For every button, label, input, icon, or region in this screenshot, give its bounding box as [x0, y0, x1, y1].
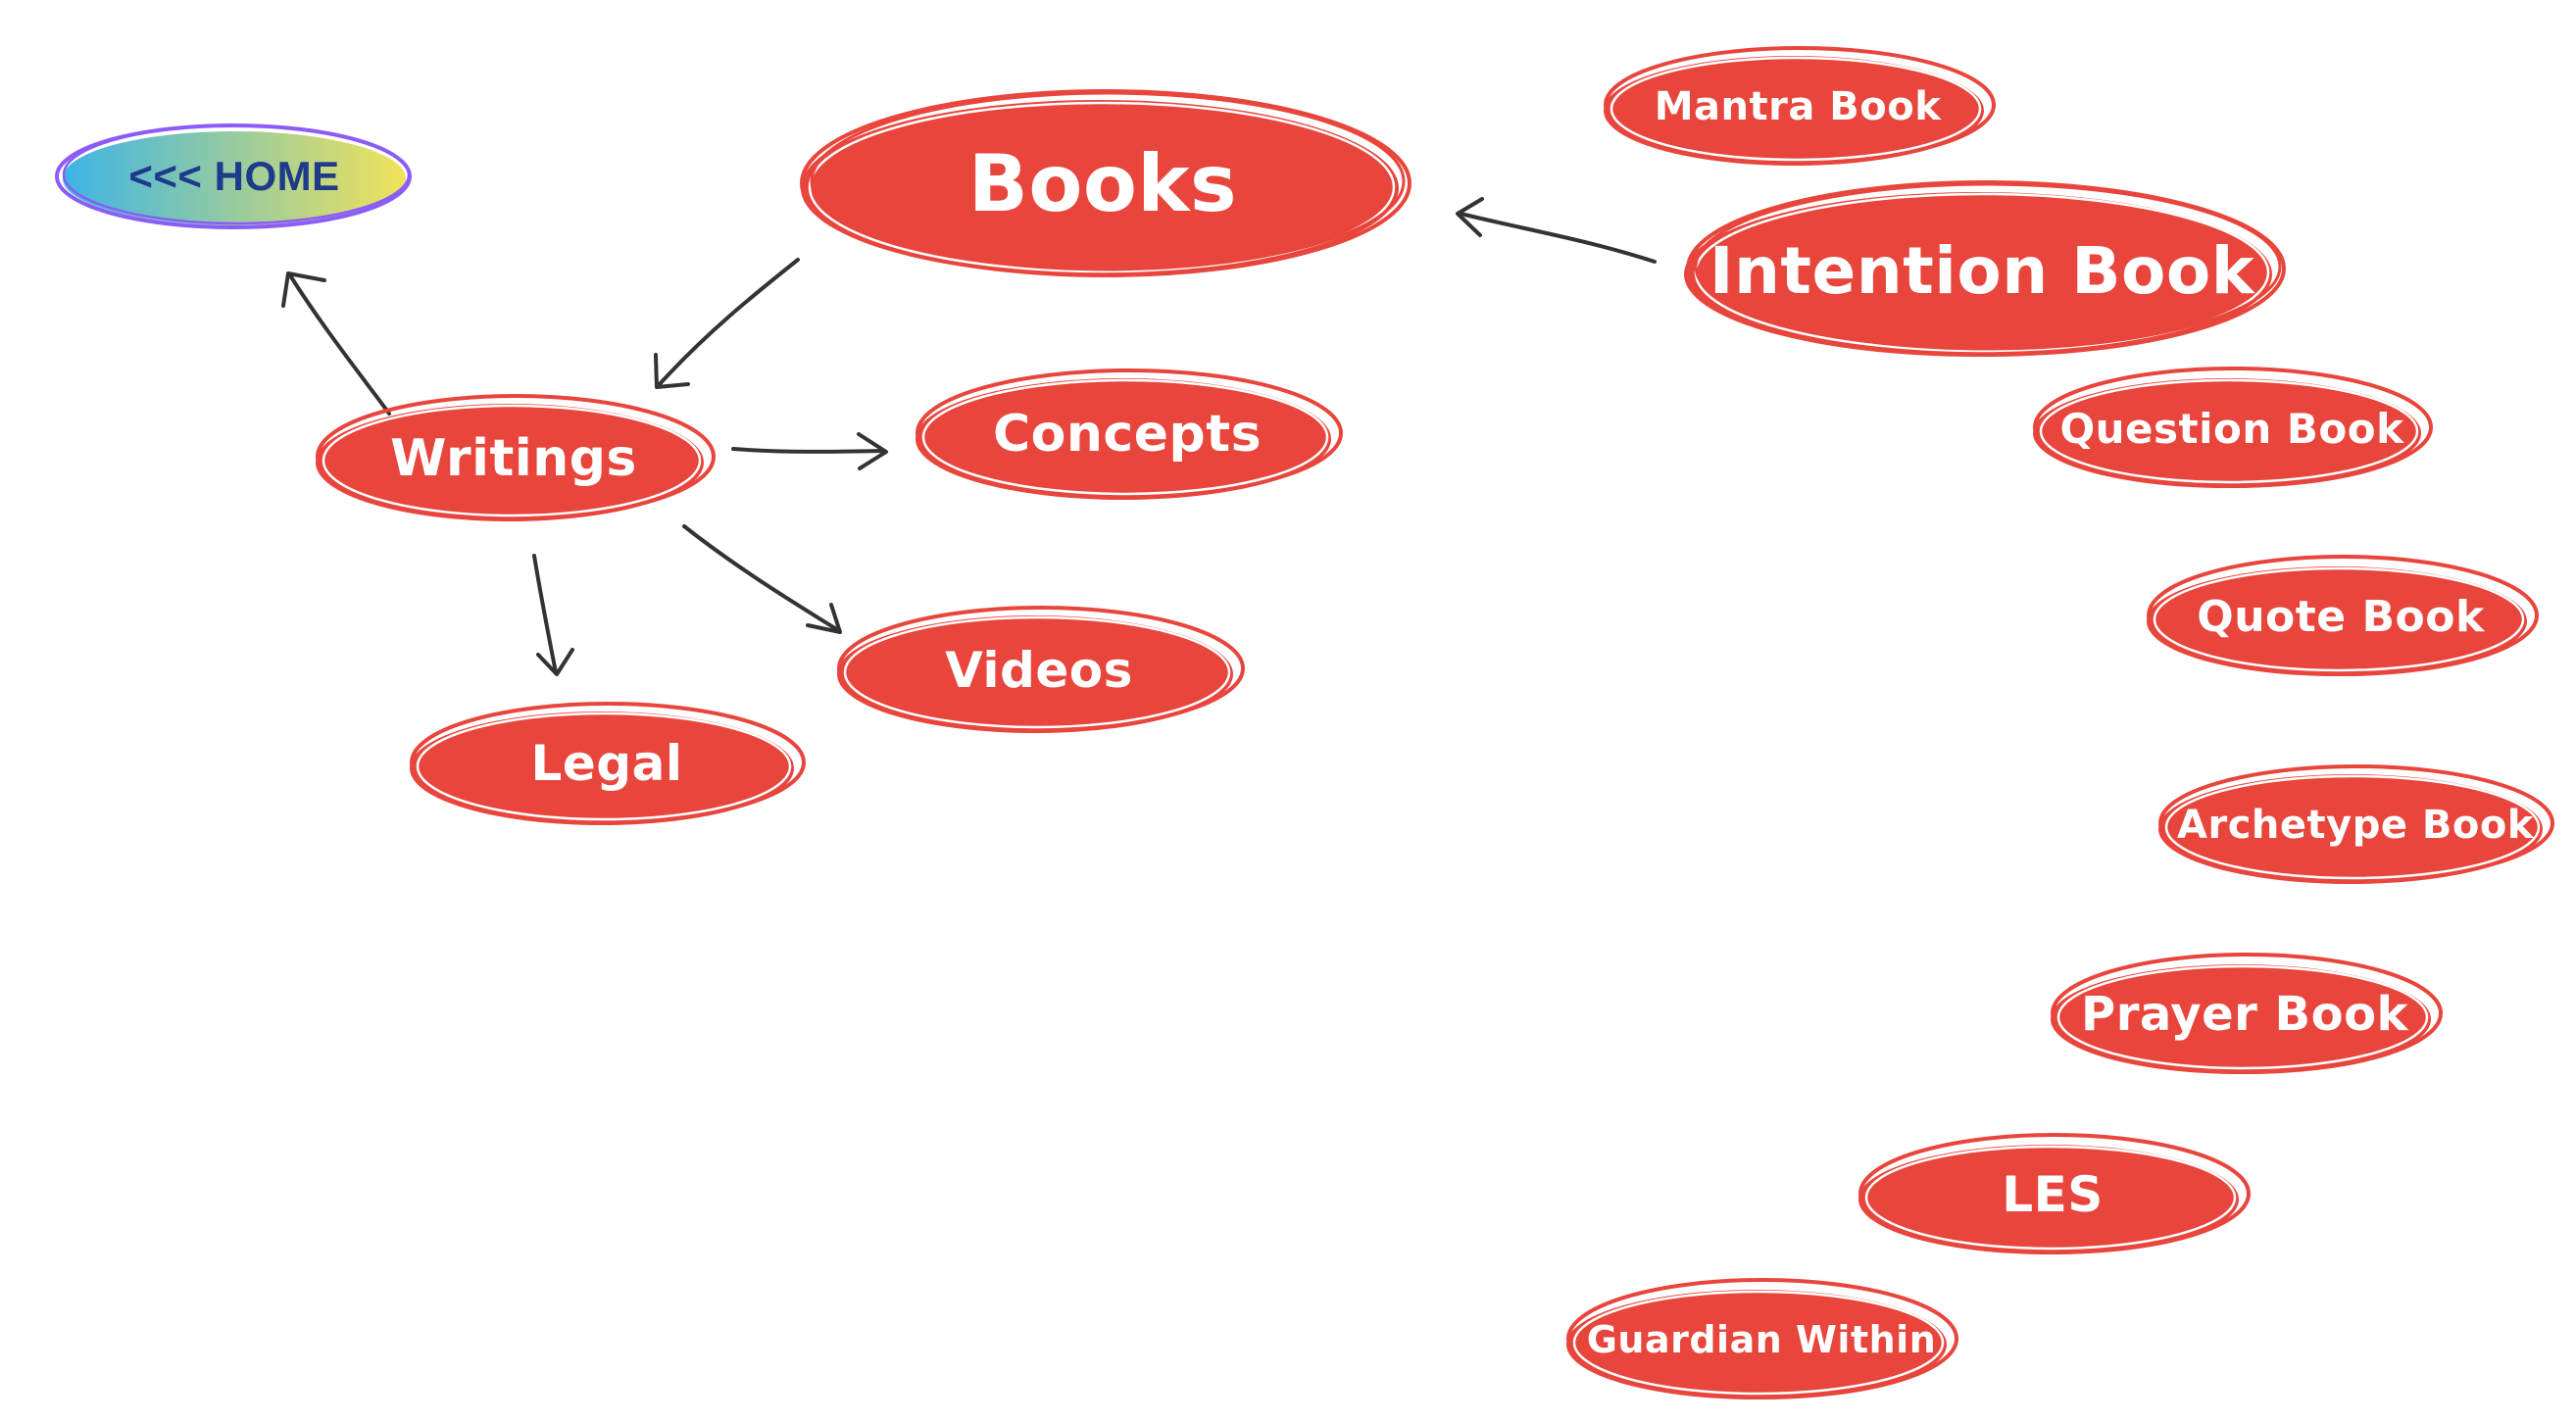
concepts-node[interactable]: Concepts	[912, 365, 1343, 504]
archetype-book-node[interactable]: Archetype Book	[2155, 762, 2556, 888]
home-bubble	[55, 123, 412, 229]
legal-label: Legal	[530, 735, 683, 792]
prayer-book-bubble	[2051, 953, 2443, 1074]
arrow-intention-to-books	[1459, 212, 1657, 264]
intention-book-label: Intention Book	[1709, 232, 2255, 309]
intention-book-bubble	[1684, 180, 2286, 357]
legal-bubble	[410, 702, 806, 825]
concepts-bubble	[916, 368, 1343, 500]
question-book-label: Question Book	[2059, 404, 2404, 453]
writings-bubble	[316, 394, 716, 521]
quote-book-label: Quote Book	[2197, 591, 2485, 642]
home-button[interactable]: <<< HOME	[55, 122, 414, 231]
mantra-book-bubble	[1604, 46, 1996, 166]
arrow-writings-to-videos-head	[806, 603, 842, 634]
question-book-bubble	[2033, 367, 2433, 488]
videos-label: Videos	[945, 642, 1133, 699]
legal-node[interactable]: Legal	[406, 698, 808, 829]
books-label: Books	[967, 138, 1238, 229]
books-node[interactable]: Books	[794, 83, 1412, 284]
prayer-book-node[interactable]: Prayer Book	[2047, 951, 2443, 1078]
guardian-within-bubble	[1566, 1278, 1958, 1399]
writings-node[interactable]: Writings	[312, 392, 716, 525]
intention-book-node[interactable]: Intention Book	[1678, 176, 2286, 365]
arrow-writings-to-legal-head	[536, 648, 574, 676]
writings-label: Writings	[390, 429, 637, 488]
arrow-books-to-writings	[657, 258, 800, 387]
quote-book-bubble	[2147, 555, 2539, 676]
videos-node[interactable]: Videos	[833, 604, 1245, 737]
concepts-label: Concepts	[992, 405, 1263, 464]
arrow-writings-to-home-head	[281, 271, 326, 308]
home-label: <<< HOME	[128, 153, 340, 199]
books-bubble	[800, 89, 1412, 277]
mantra-book-label: Mantra Book	[1654, 84, 1942, 129]
arrow-writings-to-concepts-head	[857, 432, 888, 470]
arrow-writings-to-home	[288, 273, 391, 416]
arrow-books-to-writings-head	[654, 353, 690, 389]
guardian-within-node[interactable]: Guardian Within	[1562, 1276, 1960, 1403]
arrow-writings-to-videos	[682, 524, 840, 632]
guardian-within-label: Guardian Within	[1586, 1318, 1937, 1361]
videos-bubble	[837, 606, 1245, 733]
archetype-book-label: Archetype Book	[2177, 803, 2534, 848]
question-book-node[interactable]: Question Book	[2029, 365, 2435, 492]
quote-book-node[interactable]: Quote Book	[2143, 553, 2539, 680]
les-node[interactable]: LES	[1855, 1131, 2251, 1258]
les-label: LES	[2002, 1166, 2104, 1223]
arrow-writings-to-legal	[532, 554, 558, 674]
les-bubble	[1858, 1133, 2251, 1254]
archetype-book-bubble	[2158, 764, 2554, 884]
prayer-book-label: Prayer Book	[2081, 987, 2408, 1042]
arrow-intention-to-books-head	[1456, 197, 1484, 237]
arrow-writings-to-concepts	[731, 447, 886, 454]
mantra-book-node[interactable]: Mantra Book	[1600, 44, 1996, 170]
